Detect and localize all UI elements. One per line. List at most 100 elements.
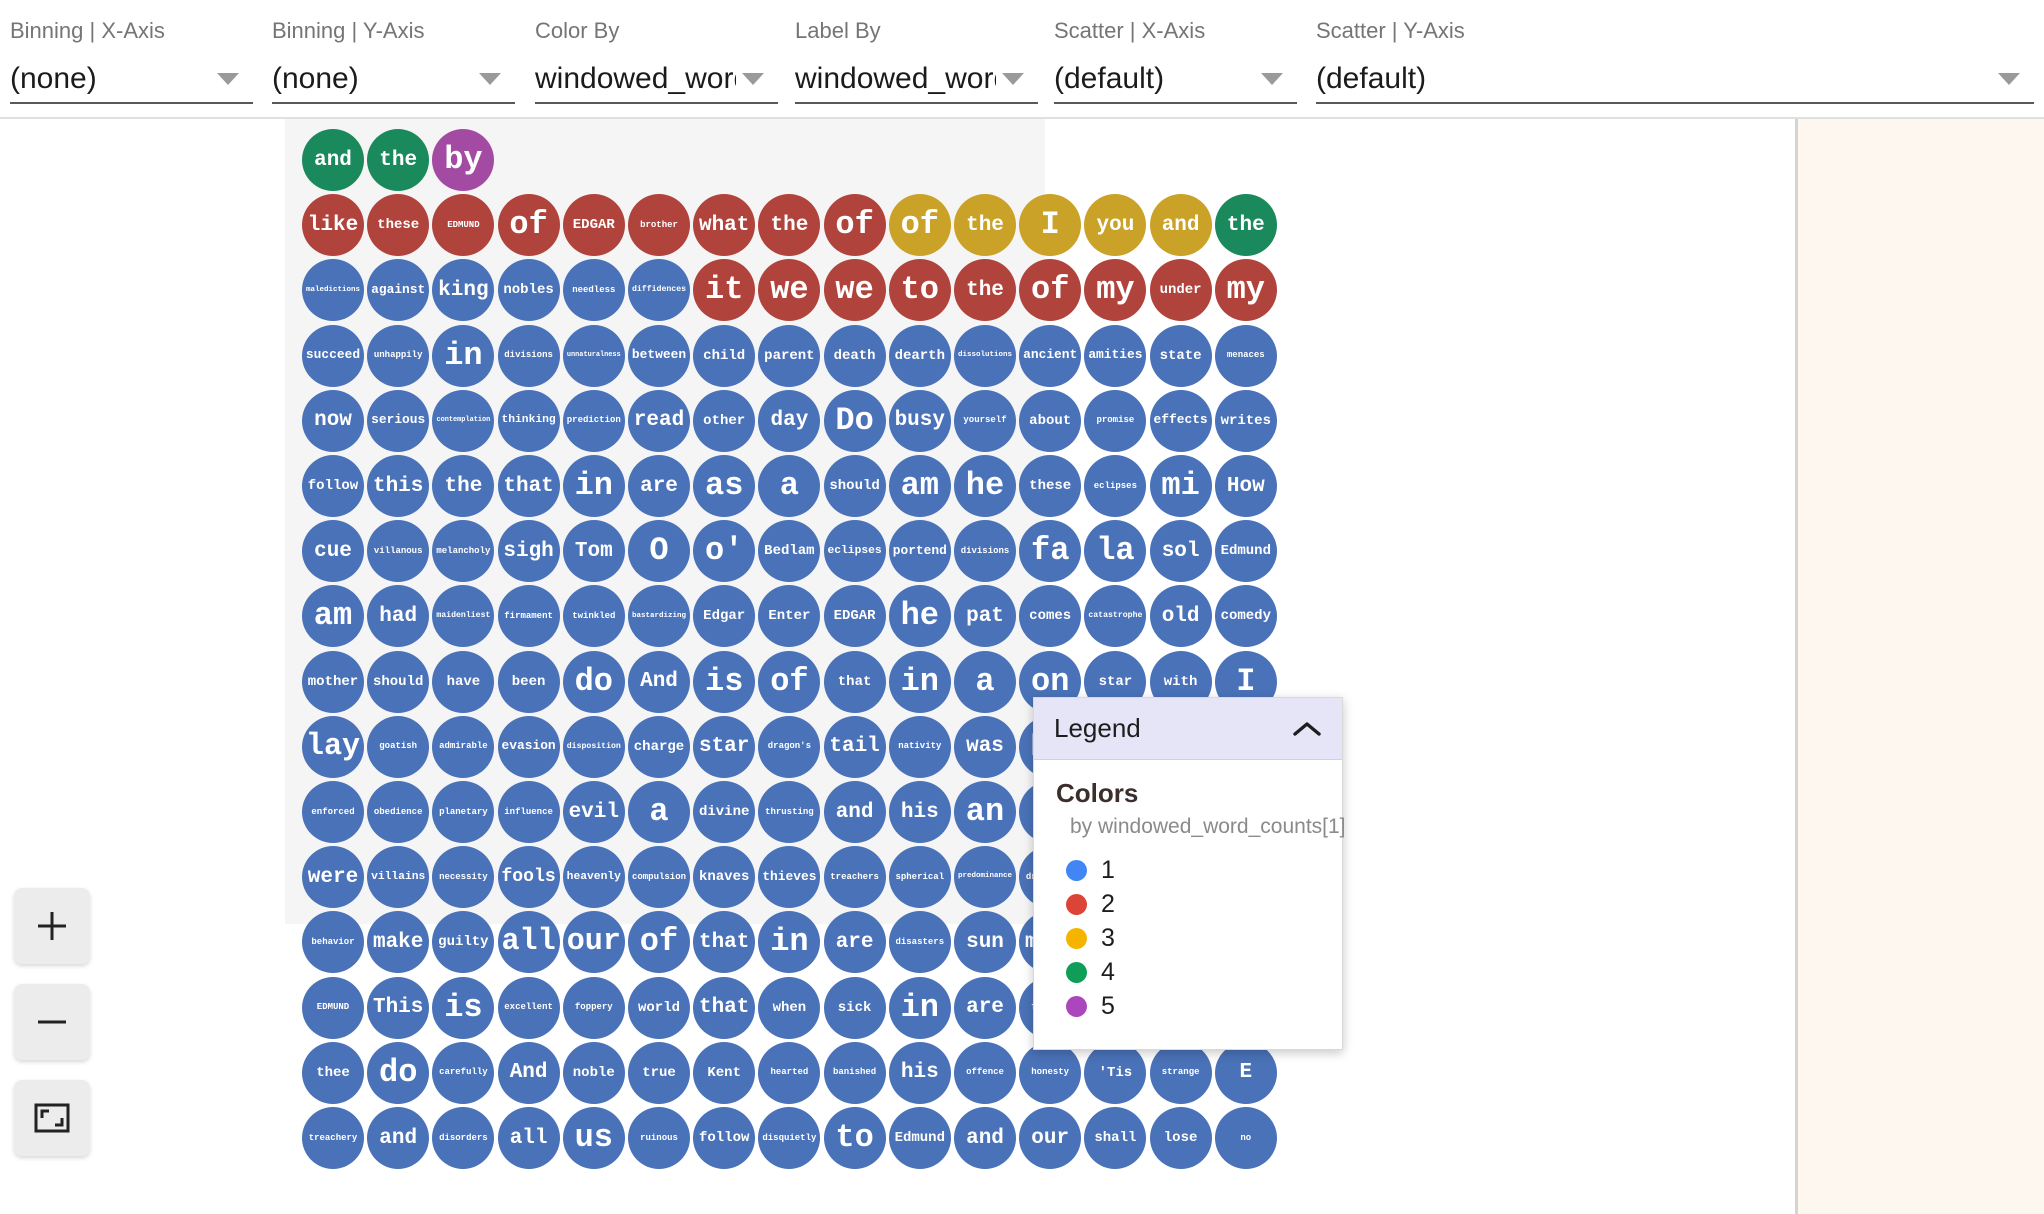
word-bubble[interactable]: in [432,324,495,387]
word-bubble[interactable]: are [823,911,886,974]
word-bubble[interactable]: catastrophe [1084,585,1147,648]
word-bubble[interactable]: villains [367,846,430,909]
control-binning-x-axis[interactable]: Binning | X-Axis(none) [10,0,253,104]
word-bubble[interactable]: mother [302,650,364,713]
word-bubble[interactable]: thee [302,1041,364,1104]
word-bubble[interactable]: of [497,194,560,257]
word-bubble[interactable]: of [823,194,886,257]
word-bubble[interactable]: necessity [432,846,495,909]
word-bubble[interactable]: excellent [497,976,560,1039]
word-bubble[interactable]: state [1149,324,1212,387]
word-bubble[interactable]: that [693,911,756,974]
word-bubble[interactable]: obedience [367,781,430,843]
word-bubble[interactable]: us [562,1107,625,1169]
word-bubble[interactable]: treachers [823,846,886,909]
word-bubble[interactable]: EDGAR [823,585,886,648]
word-bubble[interactable]: sigh [497,520,560,583]
word-bubble[interactable]: busy [888,389,951,452]
word-bubble[interactable]: 'Tis [1084,1041,1147,1104]
word-bubble[interactable]: menaces [1214,324,1277,387]
word-bubble[interactable]: I [1019,194,1082,257]
word-bubble[interactable]: influence [497,781,560,843]
word-bubble[interactable]: and [954,1107,1016,1169]
word-bubble[interactable]: bastardizing [628,585,690,648]
chevron-down-icon[interactable] [217,73,239,85]
word-bubble[interactable]: other [693,389,756,452]
word-bubble[interactable]: is [693,650,756,713]
word-bubble[interactable]: How [1214,455,1277,517]
word-bubble[interactable]: death [823,324,886,387]
word-bubble[interactable]: our [1019,1107,1082,1169]
word-bubble[interactable]: what [693,194,756,257]
word-bubble[interactable]: a [758,455,821,517]
word-bubble[interactable]: brother [628,194,690,257]
word-bubble[interactable]: cue [302,520,364,583]
word-bubble[interactable]: day [758,389,821,452]
legend-item[interactable]: 3 [1066,921,1320,955]
word-bubble[interactable]: serious [367,389,430,452]
word-bubble[interactable]: and [823,781,886,843]
word-bubble[interactable]: of [758,650,821,713]
word-bubble[interactable]: like [302,194,364,257]
word-bubble[interactable]: are [954,976,1016,1039]
word-bubble[interactable]: were [302,846,364,909]
word-bubble[interactable]: you [1084,194,1147,257]
word-bubble[interactable]: thieves [758,846,821,909]
word-bubble[interactable]: of [1019,259,1082,322]
word-bubble[interactable]: my [1084,259,1147,322]
word-bubble[interactable]: an [954,781,1016,843]
word-bubble[interactable]: follow [302,455,364,517]
word-bubble[interactable]: O [628,520,690,583]
word-bubble[interactable]: in [888,650,951,713]
word-bubble[interactable]: noble [562,1041,625,1104]
chevron-down-icon[interactable] [479,73,501,85]
word-bubble[interactable]: guilty [432,911,495,974]
word-bubble[interactable]: mi [1149,455,1212,517]
word-bubble[interactable]: comedy [1214,585,1277,648]
word-bubble[interactable]: admirable [432,715,495,778]
word-bubble[interactable]: EDMUND [302,976,364,1039]
word-bubble[interactable]: spherical [888,846,951,909]
word-bubble[interactable]: in [562,455,625,517]
legend-item[interactable]: 2 [1066,887,1320,921]
word-bubble[interactable]: in [888,976,951,1039]
legend-header[interactable]: Legend [1034,698,1342,760]
word-bubble[interactable]: Do [823,389,886,452]
word-bubble[interactable]: we [823,259,886,322]
word-bubble[interactable]: thrusting [758,781,821,843]
word-bubble[interactable]: unhappily [367,324,430,387]
control-binning-y-axis[interactable]: Binning | Y-Axis(none) [272,0,515,104]
word-bubble[interactable]: that [823,650,886,713]
word-bubble[interactable]: have [432,650,495,713]
word-bubble[interactable]: eclipses [1084,455,1147,517]
word-bubble[interactable]: Enter [758,585,821,648]
word-bubble[interactable]: when [758,976,821,1039]
chevron-down-icon[interactable] [1002,73,1024,85]
word-bubble[interactable]: disasters [888,911,951,974]
word-bubble[interactable]: a [628,781,690,843]
word-bubble[interactable]: between [628,324,690,387]
word-bubble[interactable]: the [432,455,495,517]
word-bubble[interactable]: against [367,259,430,322]
word-bubble[interactable]: Tom [562,520,625,583]
word-bubble[interactable]: these [1019,455,1082,517]
word-bubble[interactable]: the [758,194,821,257]
word-bubble[interactable]: king [432,259,495,322]
zoom-out-button[interactable] [14,984,90,1060]
scatter-x-axis-select[interactable]: (default) [1054,56,1297,104]
word-bubble[interactable]: portend [888,520,951,583]
word-bubble[interactable]: these [367,194,430,257]
word-bubble[interactable]: all [497,911,560,974]
word-bubble[interactable]: treachery [302,1107,364,1169]
word-bubble[interactable]: dearth [888,324,951,387]
word-bubble[interactable]: effects [1149,389,1212,452]
legend-item[interactable]: 4 [1066,955,1320,989]
word-bubble[interactable]: now [302,389,364,452]
word-bubble[interactable]: child [693,324,756,387]
word-bubble[interactable]: succeed [302,324,364,387]
word-bubble[interactable]: a [954,650,1016,713]
word-bubble[interactable]: fools [497,846,560,909]
word-bubble[interactable]: had [367,585,430,648]
